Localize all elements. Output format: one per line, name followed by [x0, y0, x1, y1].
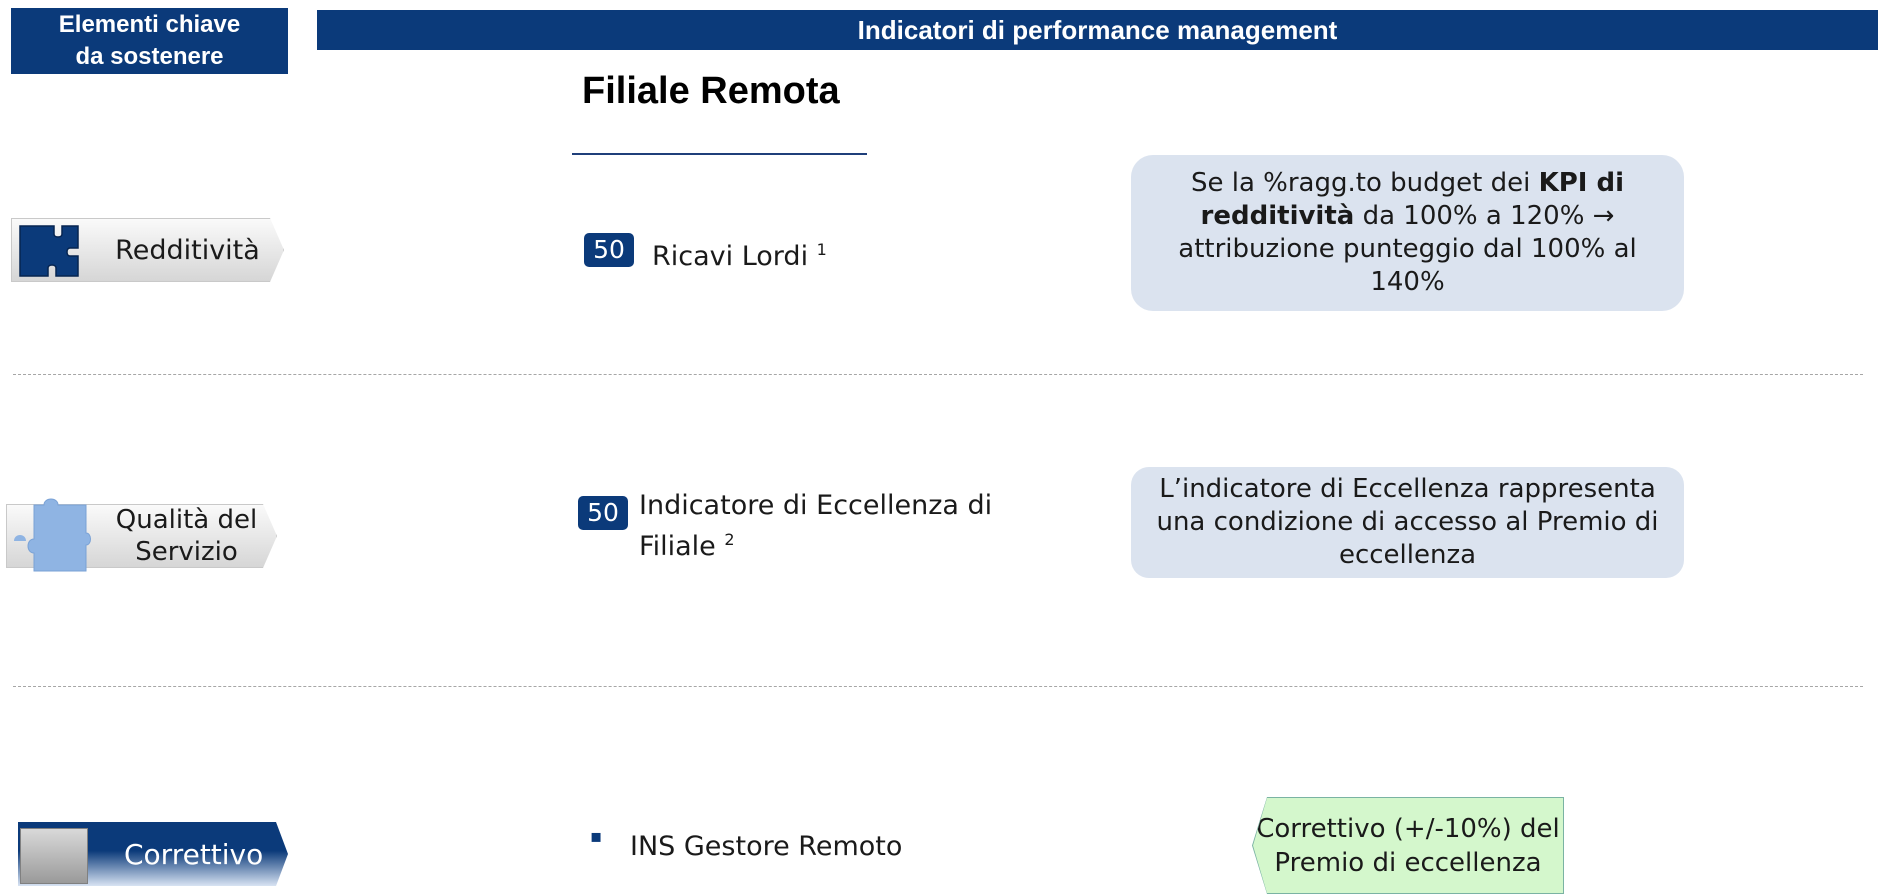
pillar-label: Redditività [115, 234, 260, 266]
green-note-line2: Premio di eccellenza [1274, 847, 1542, 878]
kpi-label: INS Gestore Remoto [630, 831, 903, 862]
note-box-redditivita: Se la %ragg.to budget dei KPI di redditi… [1131, 155, 1684, 311]
row-divider [13, 686, 1863, 687]
kpi-label: Indicatore di Eccellenza di Filiale 2 [639, 489, 992, 564]
left-header-line2: da sostenere [75, 43, 224, 70]
pillar-label-line1: Qualità del [115, 505, 258, 535]
left-header-line1: Elementi chiave [58, 11, 241, 38]
bullet-icon: ▪ [590, 826, 603, 847]
note-text-1: Se la %ragg.to budget dei [1190, 168, 1539, 198]
gray-block-icon [20, 828, 88, 884]
kpi-text-line2: Filiale [639, 531, 716, 562]
puzzle-icon [14, 498, 91, 572]
pillar-label: Correttivo [124, 837, 264, 871]
kpi-text: Ricavi Lordi [652, 241, 809, 272]
kpi-footnote: 2 [724, 530, 735, 549]
kpi-footnote: 1 [816, 240, 827, 259]
kpi-text-line1: Indicatore di Eccellenza di [639, 490, 993, 521]
puzzle-icon [19, 225, 79, 277]
pillar-label-line2: Servizio [135, 537, 238, 567]
note-text-2: da 100% a 120% → attribuzione punteggio … [1178, 201, 1637, 297]
green-note-box: Correttivo (+/-10%) del Premio di eccell… [1253, 798, 1563, 893]
column-title-underline [572, 153, 867, 155]
left-header: Elementi chiave da sostenere [11, 8, 288, 74]
green-note-line1: Correttivo (+/-10%) del [1256, 813, 1560, 844]
note-box-qualita: L’indicatore di Eccellenza rappresenta u… [1131, 467, 1684, 578]
kpi-label: Ricavi Lordi 1 [652, 233, 827, 274]
column-title: Filiale Remota [582, 70, 840, 112]
weight-badge: 50 [578, 496, 628, 530]
weight-badge: 50 [584, 233, 634, 267]
note-bold: KPI di redditività [1200, 168, 1625, 231]
right-header: Indicatori di performance management [317, 10, 1878, 50]
row-divider [13, 374, 1863, 375]
